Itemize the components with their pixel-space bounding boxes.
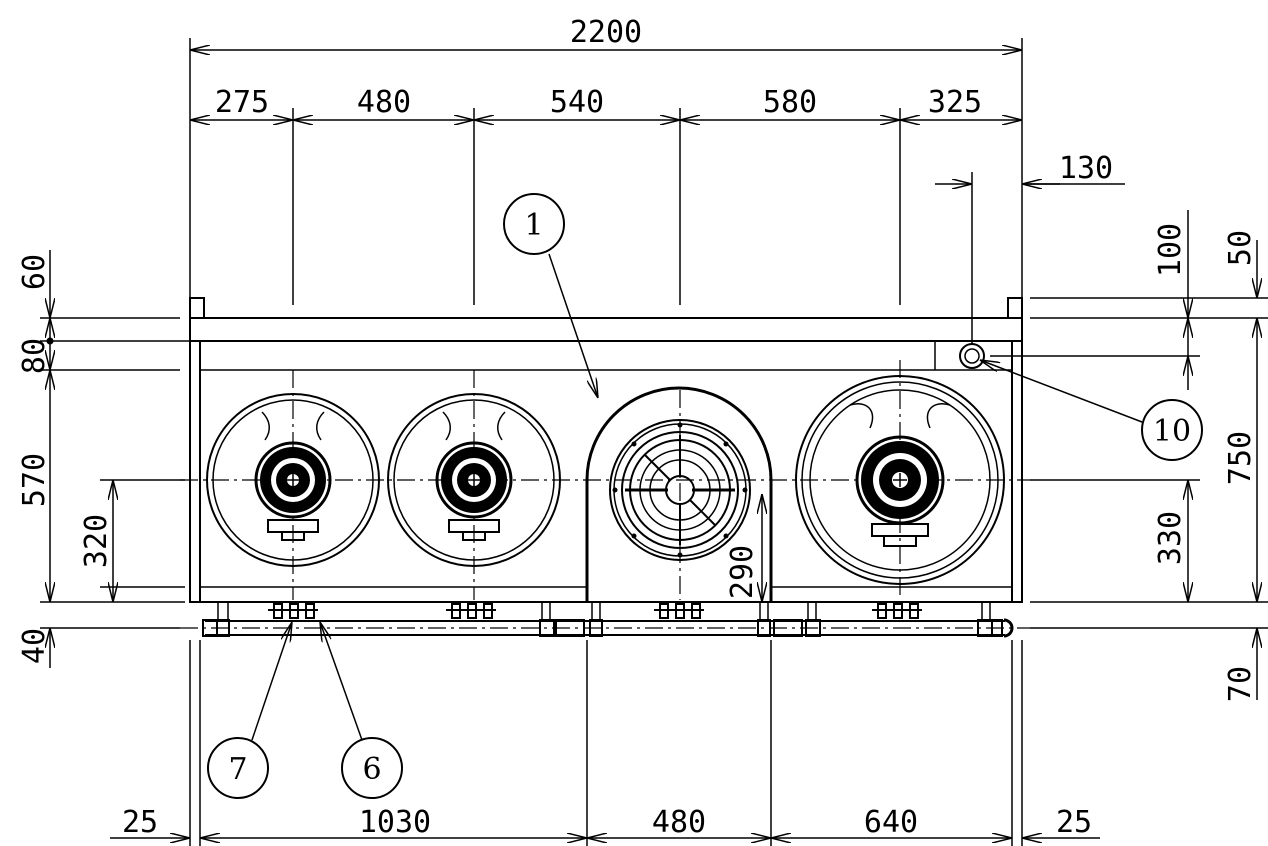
- callout-7: 7: [228, 752, 247, 787]
- dim-70: 70: [1223, 666, 1258, 702]
- callout-6: 6: [362, 752, 381, 787]
- wok-burner-large: [795, 375, 1005, 585]
- dim-640: 640: [864, 805, 918, 840]
- wok-burner-1: [206, 393, 380, 567]
- dim-50: 50: [1223, 230, 1258, 266]
- gas-valves: [268, 603, 922, 619]
- dim-40: 40: [17, 628, 52, 664]
- dimension-labels: 2200 275 480 540 580 325 130 60 80 570 3…: [17, 15, 1258, 840]
- dim-540: 540: [550, 85, 604, 120]
- valve-group-3: [654, 603, 704, 619]
- dim-325: 325: [928, 85, 982, 120]
- stockpot-burner: [609, 419, 751, 561]
- dim-80: 80: [17, 338, 52, 374]
- callout-1: 1: [524, 208, 543, 243]
- range-body: [189, 297, 1023, 622]
- gas-inlet-fitting: [959, 343, 985, 369]
- valve-group-4: [872, 603, 922, 619]
- callout-bubbles: 1 10 7 6: [207, 193, 1203, 799]
- valve-group-1: [268, 603, 318, 619]
- dim-25-left: 25: [122, 805, 158, 840]
- dim-580: 580: [763, 85, 817, 120]
- dim-overall-width: 2200: [570, 15, 642, 50]
- dim-60: 60: [17, 254, 52, 290]
- dim-100: 100: [1153, 223, 1188, 277]
- valve-group-2: [446, 603, 496, 619]
- dim-480-bottom: 480: [652, 805, 706, 840]
- dim-570: 570: [17, 453, 52, 507]
- dim-750: 750: [1223, 431, 1258, 485]
- dim-25-right: 25: [1056, 805, 1092, 840]
- wok-burner-2: [387, 393, 561, 567]
- extension-lines: [40, 38, 1268, 846]
- dim-130: 130: [1059, 151, 1113, 186]
- dimension-lines: [50, 50, 1257, 838]
- gas-manifold-pipe: [202, 618, 1014, 638]
- dim-275: 275: [215, 85, 269, 120]
- callout-10: 10: [1153, 414, 1191, 449]
- leader-lines: [251, 253, 1143, 741]
- dim-1030: 1030: [359, 805, 431, 840]
- dim-290: 290: [725, 545, 760, 599]
- dim-320: 320: [79, 514, 114, 568]
- dim-330: 330: [1153, 511, 1188, 565]
- dim-480-top: 480: [357, 85, 411, 120]
